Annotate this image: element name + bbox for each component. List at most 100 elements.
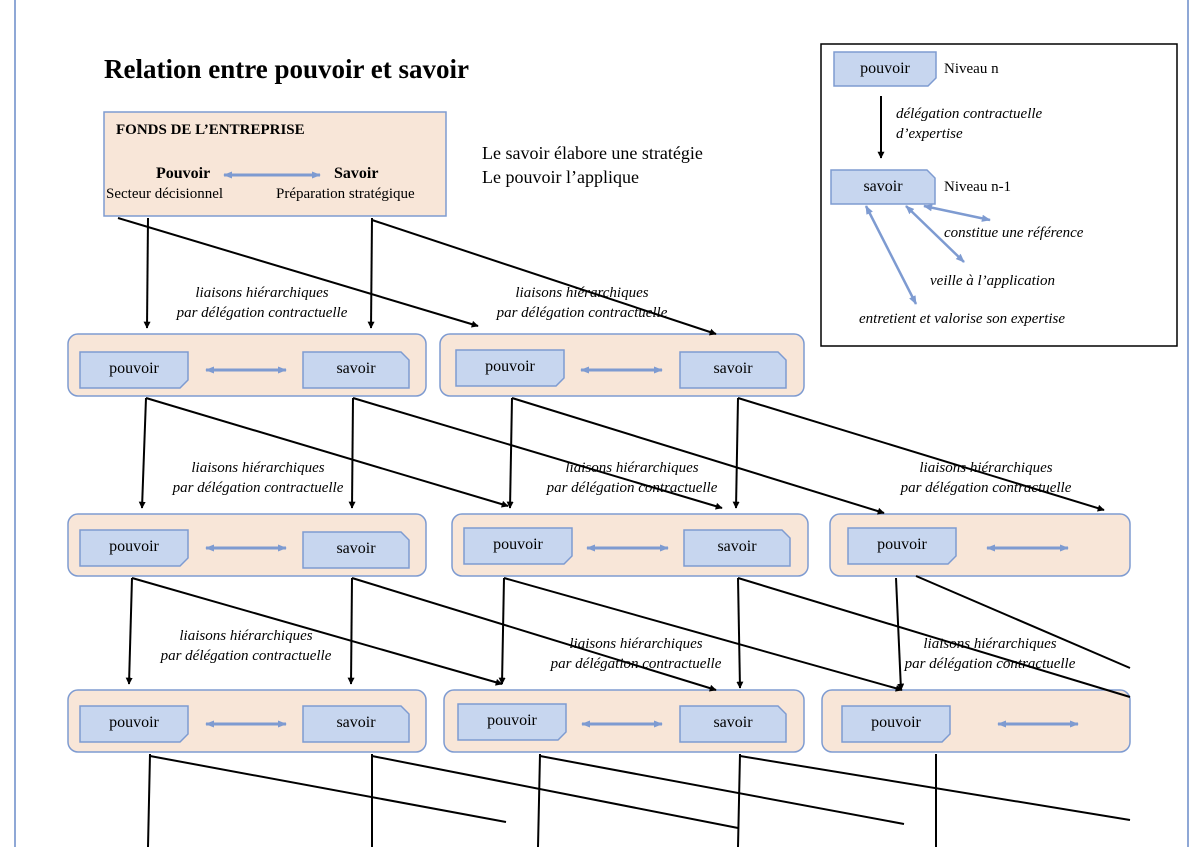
legend-savoir-tag-shape [830,169,936,205]
hierarchy-arrow [352,397,723,510]
pouvoir-tag: pouvoir [109,714,159,731]
pouvoir-tag-shape [79,529,189,567]
hierarchy-arrows [117,217,1131,847]
fonds-savoir-sub: Préparation stratégique [276,186,415,202]
fonds-pouvoir-sub: Secteur décisionnel [106,186,224,202]
page-title: Relation entre pouvoir et savoir [104,54,469,84]
hierarchy-arrow [503,577,903,692]
savoir-tag-shape [679,705,787,743]
hierarchy-arrow [367,217,375,329]
pouvoir-tag: pouvoir [493,536,543,553]
pouvoir-tag-shape [847,527,957,565]
legend-level-n-1: Niveau n-1 [944,179,1012,195]
hierarchy-line [539,755,905,825]
savoir-tag: savoir [336,540,376,557]
pouvoir-tag: pouvoir [877,536,927,553]
legend-delegation-line-1: délégation contractuelle [896,106,1043,122]
hierarchy-arrow [371,219,717,336]
page-left-margin-line [14,0,16,847]
hierarchy-line [371,755,739,829]
legend-pouvoir-tag-shape [833,51,937,87]
legend-role-application: veille à l’application [930,273,1055,289]
pouvoir-tag-shape [841,705,951,743]
legend-savoir-tag: savoir [863,178,903,195]
pouvoir-tag-shape [457,703,567,741]
legend-level-n: Niveau n [944,61,999,77]
statement-pouvoir: Le pouvoir l’applique [482,167,639,187]
legend-pouvoir-tag: pouvoir [860,60,910,77]
link-label-line-1: liaisons hiérarchiques [515,285,649,301]
legend-role-reference: constitue une référence [944,225,1084,241]
link-label-line-2: par délégation contractuelle [546,480,718,496]
link-label-line-1: liaisons hiérarchiques [923,636,1057,652]
pouvoir-tag: pouvoir [109,538,159,555]
savoir-tag: savoir [713,360,753,377]
link-label-line-1: liaisons hiérarchiques [919,460,1053,476]
link-label-line-2: par délégation contractuelle [176,305,348,321]
savoir-tag-shape [302,351,410,389]
link-label-line-1: liaisons hiérarchiques [569,636,703,652]
hierarchy-arrow [732,397,740,509]
hierarchy-arrow [351,577,717,692]
hierarchy-arrow [143,217,151,329]
link-label-line-2: par délégation contractuelle [900,480,1072,496]
container-double-arrows [205,366,1079,728]
hierarchy-line [147,753,151,847]
legend-role-expertise: entretient et valorise son expertise [859,311,1066,327]
fonds-heading: FONDS DE L’ENTREPRISE [116,122,305,138]
pouvoir-tag-shape [79,351,189,389]
page-right-margin-line [1187,0,1189,847]
hierarchy-arrow [737,397,1105,512]
savoir-tag: savoir [713,714,753,731]
legend-role-arrow [864,205,918,305]
hierarchy-line [737,753,741,847]
pouvoir-tag-shape [463,527,573,565]
legend-delegation-line-2: d’expertise [896,126,963,142]
link-label-line-1: liaisons hiérarchiques [179,628,313,644]
fonds-savoir-label: Savoir [334,165,379,182]
hierarchy-arrow [131,577,503,686]
link-label-line-2: par délégation contractuelle [904,656,1076,672]
savoir-tag: savoir [336,714,376,731]
link-label-line-2: par délégation contractuelle [496,305,668,321]
link-label-line-1: liaisons hiérarchiques [565,460,699,476]
hierarchy-arrow [125,577,133,685]
pouvoir-tag: pouvoir [487,712,537,729]
savoir-tag-shape [679,351,787,389]
hierarchy-arrow [895,577,905,691]
hierarchy-arrow [506,397,514,509]
savoir-tag-shape [683,529,791,567]
tag-shapes [79,51,957,743]
pouvoir-tag: pouvoir [109,360,159,377]
hierarchy-arrow [511,397,885,515]
pouvoir-tag: pouvoir [871,714,921,731]
pouvoir-tag-shape [79,705,189,743]
legend-role-arrows [864,204,991,305]
fonds-box [103,111,447,217]
link-label-line-2: par délégation contractuelle [160,648,332,664]
hierarchy-line [149,755,507,823]
hierarchy-line [737,577,1131,698]
hierarchy-arrow [736,577,744,689]
hierarchy-arrow [138,397,147,509]
hierarchy-arrow [145,397,509,508]
pouvoir-tag-shape [455,349,565,387]
pouvoir-tag: pouvoir [485,358,535,375]
link-label-line-2: par délégation contractuelle [172,480,344,496]
link-label-line-1: liaisons hiérarchiques [191,460,325,476]
fonds-pouvoir-label: Pouvoir [156,165,211,182]
hierarchy-arrow [117,217,479,328]
hierarchy-arrow [498,577,506,685]
hierarchy-arrow [348,397,356,509]
hierarchy-line [915,575,1131,669]
savoir-tag: savoir [717,538,757,555]
savoir-tag-shape [302,705,410,743]
savoir-tag: savoir [336,360,376,377]
link-label-line-2: par délégation contractuelle [550,656,722,672]
savoir-tag-shape [302,531,410,569]
link-label-line-1: liaisons hiérarchiques [195,285,329,301]
hierarchy-arrow [347,577,355,685]
statement-savoir: Le savoir élabore une stratégie [482,143,703,163]
hierarchy-line [537,753,541,847]
